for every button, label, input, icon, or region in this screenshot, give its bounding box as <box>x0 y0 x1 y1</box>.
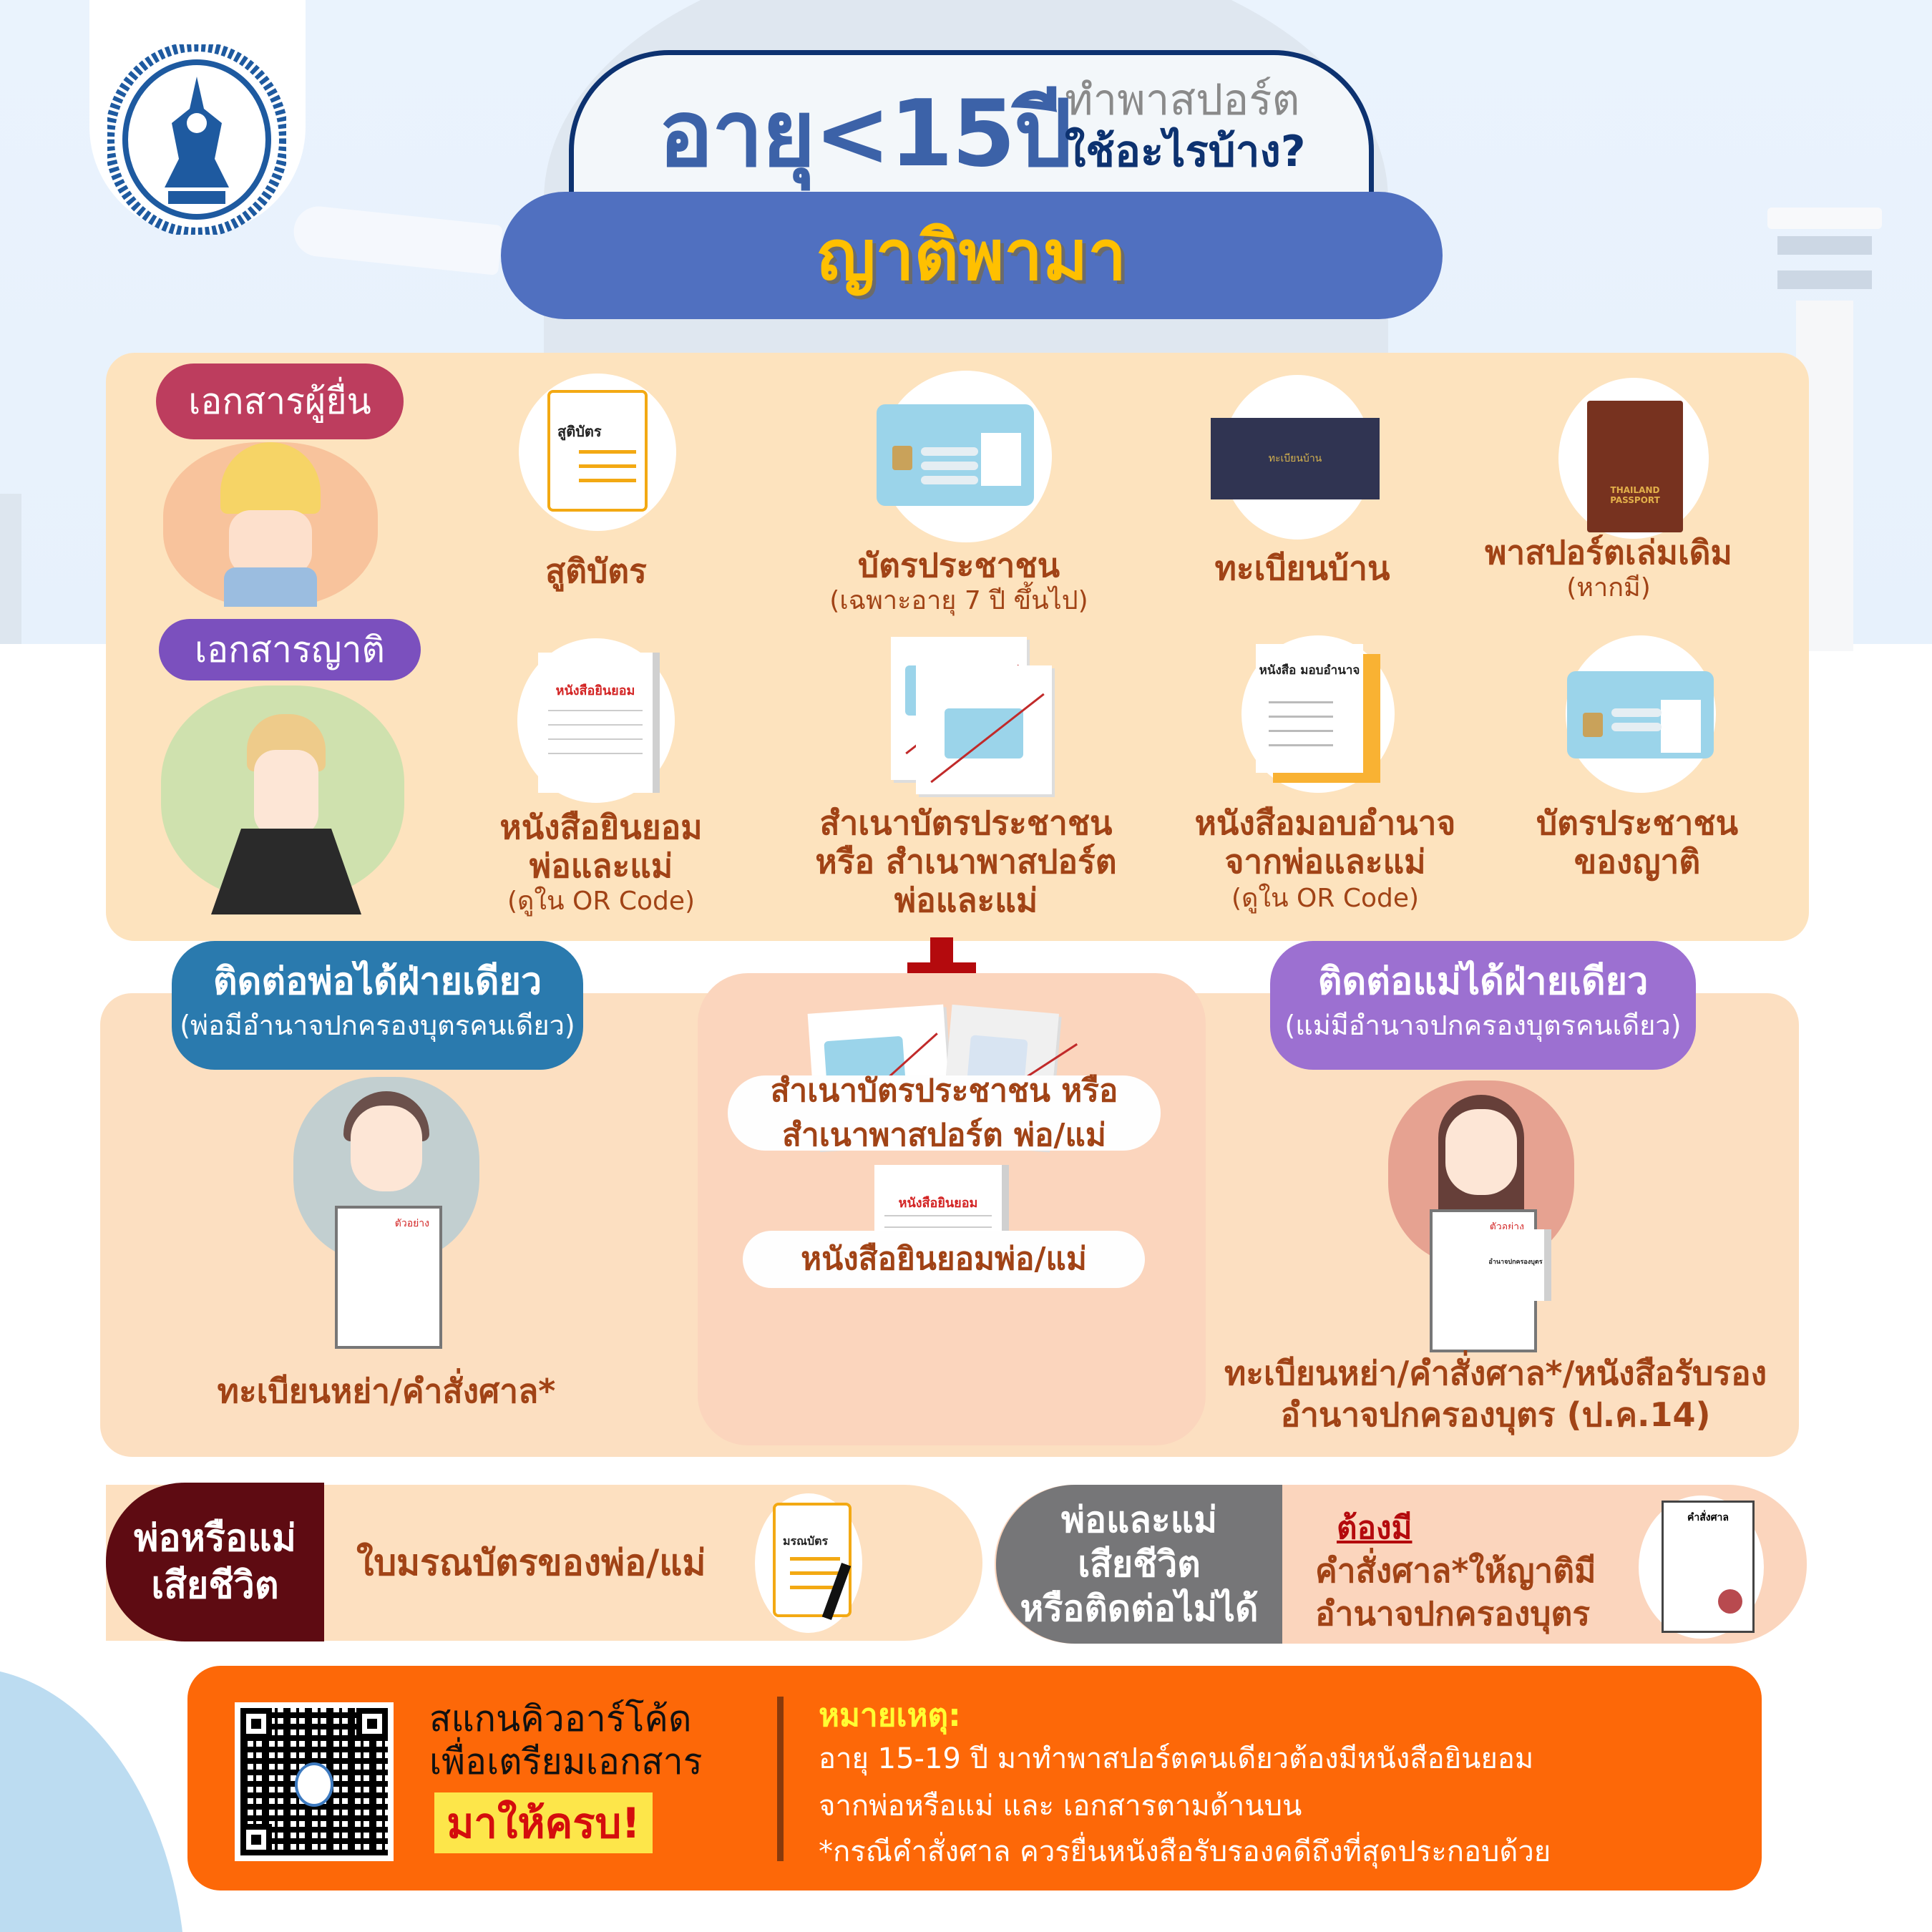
mother-only-pill: ติดต่อแม่ได้ฝ่ายเดียว (แม่มีอำนาจปกครองบ… <box>1270 941 1696 1070</box>
complete-tag: มาให้ครบ! <box>434 1792 653 1853</box>
mother-only-subtitle: (แม่มีอำนาจปกครองบุตรคนเดียว) <box>1284 1010 1682 1041</box>
shared-copy-label: สำเนาบัตรประชาชน หรือ สำเนาพาสปอร์ต พ่อ/… <box>728 1073 1161 1153</box>
id-card-icon <box>877 404 1034 506</box>
doc-label-birth-certificate: สูติบัตร <box>545 552 647 590</box>
relative-id-card-icon <box>1567 671 1714 758</box>
doc-label-id-card: บัตรประชาชน <box>857 546 1060 585</box>
doc-label-consent-form-line2: พ่อและแม่ <box>529 847 673 885</box>
mother-doc-label: ทะเบียนหย่า/คำสั่งศาล*/หนังสือรับรอง อำน… <box>1224 1354 1767 1434</box>
one-parent-deceased-badge: พ่อหรือแม่ เสียชีวิต <box>106 1483 324 1641</box>
applicant-documents-pill: เอกสารผู้ยื่น <box>156 364 404 439</box>
doc-note-old-passport: (หากมี) <box>1566 573 1651 602</box>
note-line-1: อายุ 15-19 ปี มาทำพาสปอร์ตคนเดียวต้องมีห… <box>819 1742 1534 1775</box>
father-doc-label: ทะเบียนหย่า/คำสั่งศาล* <box>217 1372 556 1410</box>
department-seal-logo <box>104 42 289 238</box>
mother-avatar: ตัวอย่าง <box>1388 1080 1574 1352</box>
doc-label-id-copy-line1: สำเนาบัตรประชาชน <box>819 804 1113 842</box>
shared-consent-label: หนังสือยินยอมพ่อ/แม่ <box>743 1231 1145 1288</box>
qr-code[interactable] <box>235 1702 394 1861</box>
father-only-subtitle: (พ่อมีอำนาจปกครองบุตรคนเดียว) <box>180 1010 575 1041</box>
death-certificate-label: ใบมรณบัตรของพ่อ/แม่ <box>356 1542 706 1584</box>
court-order-label: คำสั่งศาล*ให้ญาติมี อำนาจปกครองบุตร <box>1315 1551 1596 1633</box>
note-line-3: *กรณีคำสั่งศาล ควรยื่นหนังสือรับรองคดีถึ… <box>819 1835 1551 1868</box>
doc-label-house-registration: ทะเบียนบ้าน <box>1214 549 1390 587</box>
house-registration-icon: ทะเบียนบ้าน <box>1211 418 1380 499</box>
doc-label-id-copy-line2: หรือ สำเนาพาสปอร์ต <box>815 842 1117 881</box>
category-banner-text: ญาติพามา <box>816 215 1127 296</box>
passport-copy-icon <box>916 665 1052 794</box>
doc-label-relative-id-line1: บัตรประชาชน <box>1536 804 1739 842</box>
doc-label-consent-form-line1: หนังสือยินยอม <box>499 808 703 847</box>
qr-center-logo <box>295 1762 333 1807</box>
doc-label-id-copy-line3: พ่อและแม่ <box>894 881 1038 919</box>
doc-label-relative-id-line2: ของญาติ <box>1574 842 1701 881</box>
birth-certificate-icon: สูติบัตร <box>547 390 648 512</box>
custody-certificate-icon: อำนาจปกครองบุตร <box>1487 1229 1544 1301</box>
death-certificate-icon: มรณบัตร <box>773 1503 852 1620</box>
court-order-icon: คำสั่งศาล <box>1662 1501 1755 1633</box>
power-of-attorney-icon: หนังสือ มอบอำนาจ <box>1256 644 1363 773</box>
doc-label-power-of-attorney-line1: หนังสือมอบอำนาจ <box>1194 804 1456 842</box>
father-only-pill: ติดต่อพ่อได้ฝ่ายเดียว (พ่อมีอำนาจปกครองบ… <box>172 941 583 1070</box>
header-subtitle-2: ใช้อะไรบ้าง? <box>1065 127 1306 177</box>
background-building <box>0 494 21 644</box>
doc-note-id-card: (เฉพาะอายุ 7 ปี ขึ้นไป) <box>829 586 1088 615</box>
note-title: หมายเหตุ: <box>819 1697 961 1734</box>
header-subtitle-1: ทำพาสปอร์ต <box>1065 75 1300 125</box>
relative-documents-pill: เอกสารญาติ <box>159 619 421 680</box>
father-only-title: ติดต่อพ่อได้ฝ่ายเดียว <box>213 960 542 1003</box>
category-banner: ญาติพามา <box>501 192 1443 319</box>
doc-note-consent-form: (ดูใน OR Code) <box>507 887 696 916</box>
age-title: อายุ<15ปี <box>658 81 1072 187</box>
divorce-certificate-icon: ตัวอย่าง <box>335 1206 442 1349</box>
background-bubble <box>0 1667 186 1932</box>
child-avatar <box>163 442 378 607</box>
scan-instruction: สแกนคิวอาร์โค้ด เพื่อเตรียมเอกสาร <box>429 1698 703 1782</box>
doc-label-old-passport: พาสปอร์ตเล่มเดิม <box>1485 533 1732 572</box>
both-parents-deceased-badge: พ่อและแม่ เสียชีวิต หรือติดต่อไม่ได้ <box>996 1485 1282 1644</box>
relative-avatar <box>161 686 404 914</box>
note-divider <box>777 1697 784 1861</box>
shared-consent-form-icon: หนังสือยินยอม <box>874 1165 1002 1236</box>
seal-icon <box>1718 1589 1742 1614</box>
mother-only-title: ติดต่อแม่ได้ฝ่ายเดียว <box>1317 960 1649 1003</box>
consent-form-icon: หนังสือยินยอม <box>538 653 653 793</box>
must-have-label: ต้องมี <box>1337 1510 1413 1546</box>
header-frame <box>569 50 1374 215</box>
father-avatar: ตัวอย่าง <box>293 1077 479 1349</box>
doc-label-power-of-attorney-line2: จากพ่อและแม่ <box>1224 842 1426 881</box>
doc-note-power-of-attorney: (ดูใน OR Code) <box>1231 884 1420 913</box>
note-line-2: จากพ่อหรือแม่ และ เอกสารตามด้านบน <box>819 1790 1302 1823</box>
passport-icon: THAILAND PASSPORT <box>1587 401 1683 532</box>
